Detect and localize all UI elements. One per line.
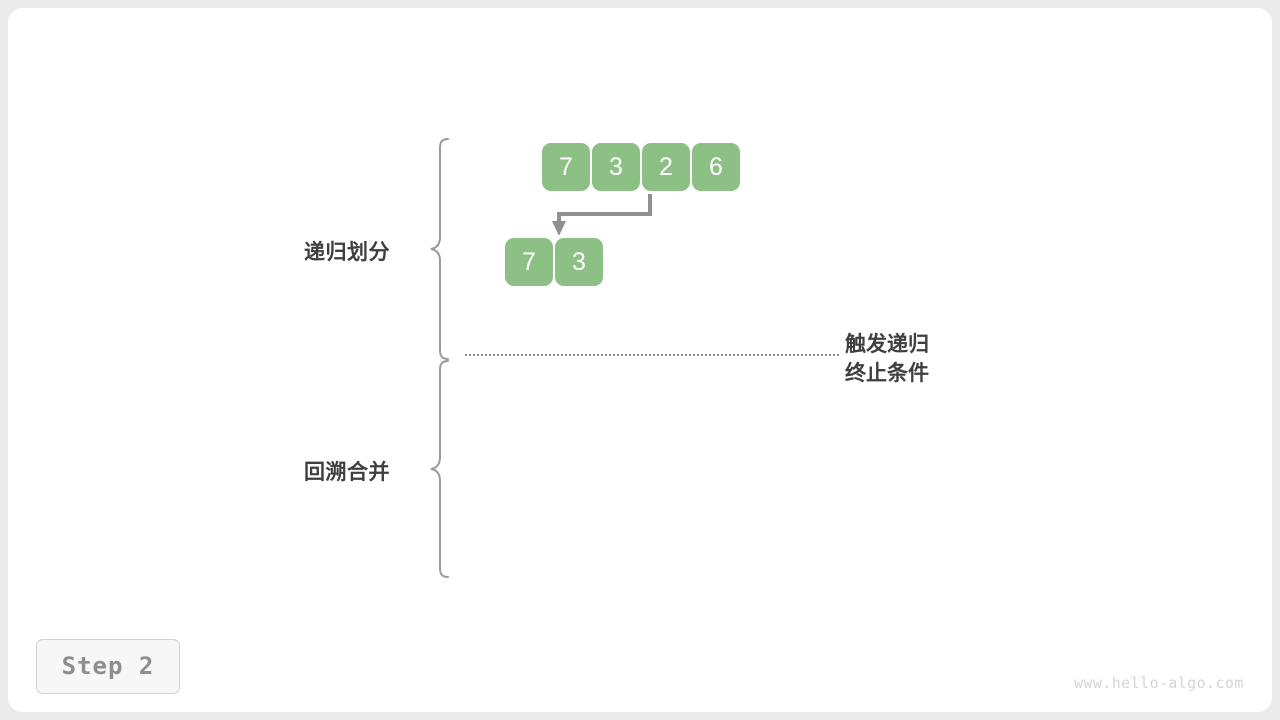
dotted-divider xyxy=(465,354,839,356)
recursion-termination-annotation: 触发递归 终止条件 xyxy=(845,330,929,388)
diagram-card xyxy=(8,8,1272,712)
annotation-line-2: 终止条件 xyxy=(845,362,929,385)
array-cell: 7 xyxy=(542,143,590,191)
original-array: 7 3 2 6 xyxy=(538,140,744,194)
array-cell: 3 xyxy=(592,143,640,191)
array-cell: 7 xyxy=(505,238,553,286)
curly-brace-icon xyxy=(430,360,449,578)
left-subarray: 7 3 xyxy=(501,235,607,289)
section-label-merge: 回溯合并 xyxy=(304,461,390,484)
down-left-arrow-icon xyxy=(552,194,652,236)
watermark: www.hello-algo.com xyxy=(1074,674,1244,692)
section-label-divide: 递归划分 xyxy=(304,241,390,264)
step-badge: Step 2 xyxy=(36,639,180,694)
curly-brace-icon xyxy=(430,138,449,360)
array-cell: 3 xyxy=(555,238,603,286)
array-cell: 6 xyxy=(692,143,740,191)
annotation-line-1: 触发递归 xyxy=(845,333,929,356)
array-cell: 2 xyxy=(642,143,690,191)
